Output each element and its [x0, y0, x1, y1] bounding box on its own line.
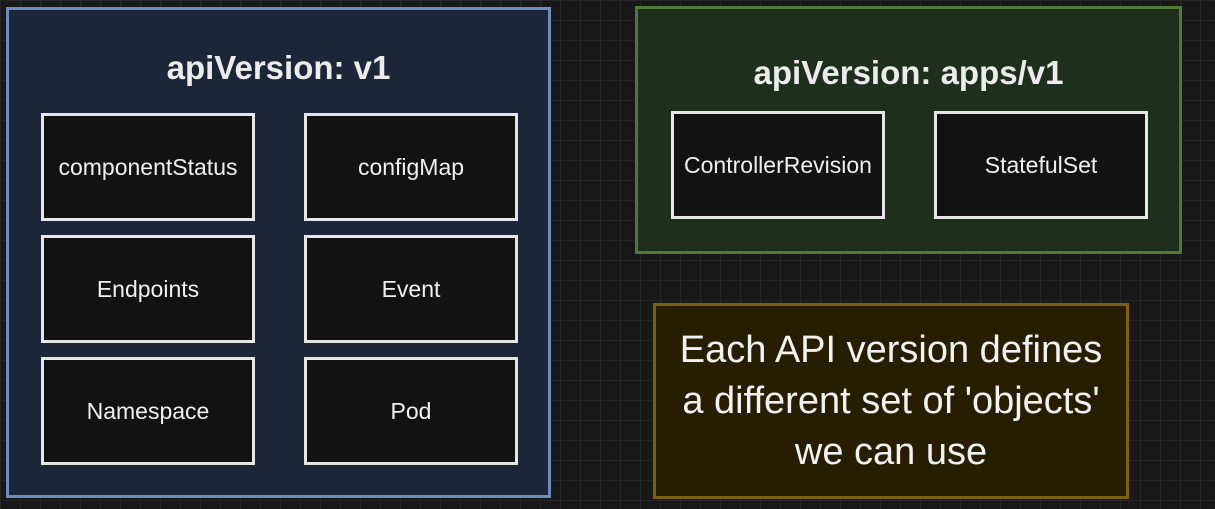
api-group-v1-title: apiVersion: v1: [166, 49, 391, 86]
object-label: Endpoints: [96, 275, 200, 302]
object-box-v1[interactable]: Namespace: [41, 357, 255, 465]
object-label: ControllerRevision: [684, 151, 872, 178]
object-box-apps[interactable]: StatefulSet: [934, 111, 1148, 219]
object-label: Namespace: [86, 397, 210, 424]
explanation-note[interactable]: Each API version defines a different set…: [653, 303, 1129, 499]
object-label: StatefulSet: [984, 151, 1098, 178]
object-box-apps[interactable]: ControllerRevision: [671, 111, 885, 219]
object-box-v1[interactable]: componentStatus: [41, 113, 255, 221]
api-group-apps-v1-title: apiVersion: apps/v1: [753, 54, 1064, 91]
object-box-v1[interactable]: Endpoints: [41, 235, 255, 343]
note-line: Each API version defines: [679, 328, 1103, 371]
object-label: configMap: [357, 153, 465, 180]
explanation-note-text: Each API version defines a different set…: [680, 325, 1102, 478]
object-box-v1[interactable]: Pod: [304, 357, 518, 465]
object-label: Pod: [390, 397, 432, 424]
note-line: we can use: [794, 430, 988, 473]
object-label: componentStatus: [58, 153, 238, 180]
object-box-v1[interactable]: Event: [304, 235, 518, 343]
api-group-apps-v1[interactable]: apiVersion: apps/v1 ControllerRevision St…: [635, 6, 1182, 254]
object-box-v1[interactable]: configMap: [304, 113, 518, 221]
note-line: a different set of 'objects': [682, 379, 1100, 422]
object-label: Event: [381, 275, 441, 302]
